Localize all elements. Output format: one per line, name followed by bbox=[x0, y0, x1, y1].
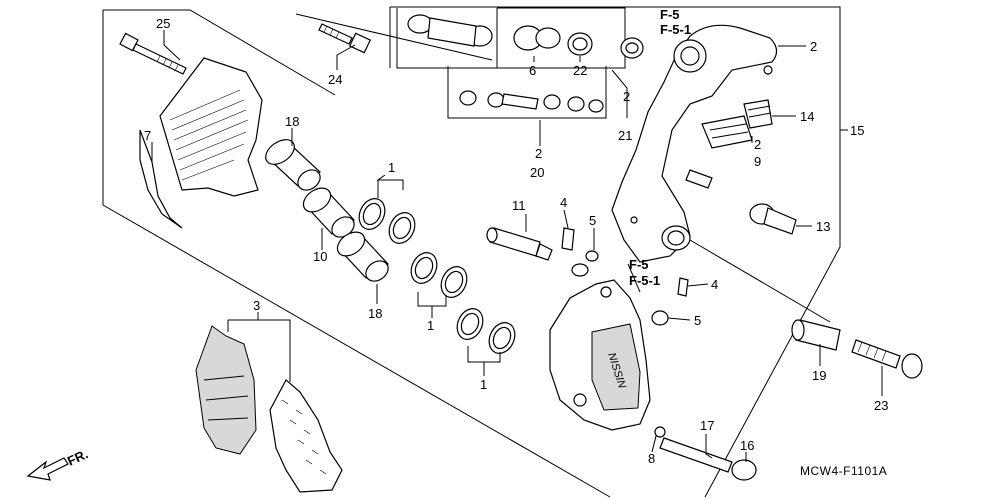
piston-10 bbox=[302, 187, 355, 238]
pin-kit-box bbox=[447, 66, 607, 119]
part-label-14: 14 bbox=[800, 109, 814, 124]
part-label-9: 9 bbox=[754, 154, 761, 169]
diagram-code: MCW4-F1101A bbox=[800, 464, 887, 478]
part-label-24: 24 bbox=[328, 72, 342, 87]
part-label-2-bracket: 2 bbox=[810, 39, 817, 54]
brake-pad-rear bbox=[269, 379, 343, 493]
caliper-bracket bbox=[611, 24, 778, 263]
pad-retainer-clip bbox=[701, 115, 753, 149]
part-label-7: 7 bbox=[144, 128, 151, 143]
part-label-2-box: 2 bbox=[623, 89, 630, 104]
slide-pin-13 bbox=[749, 203, 797, 235]
ref-label-f5-mid: F-5 bbox=[629, 257, 649, 272]
piston-seals bbox=[358, 198, 516, 354]
part-label-2-clip: 2 bbox=[754, 137, 761, 152]
part-label-6: 6 bbox=[529, 63, 536, 78]
ref-label-f51-top: F-5-1 bbox=[660, 22, 691, 37]
bleeder-screw-11 bbox=[486, 227, 553, 261]
part-label-10: 10 bbox=[313, 249, 327, 264]
bolt-23 bbox=[851, 339, 923, 379]
caliper-body-inner: NISSIN bbox=[549, 279, 651, 431]
brake-pad-front bbox=[195, 325, 257, 455]
ref-label-f5-top: F-5 bbox=[660, 7, 680, 22]
part-label-1-upper: 1 bbox=[388, 160, 395, 175]
part-label-15: 15 bbox=[850, 123, 864, 138]
bleed-valves bbox=[561, 227, 689, 326]
front-arrow-label: FR. bbox=[65, 446, 90, 468]
part-label-8: 8 bbox=[648, 451, 655, 466]
caliper-body-outer bbox=[159, 57, 263, 197]
bolt-25 bbox=[119, 32, 187, 75]
part-label-4-upper: 4 bbox=[560, 195, 567, 210]
piston-18-lower bbox=[336, 231, 389, 282]
part-label-5-upper: 5 bbox=[589, 213, 596, 228]
part-label-23: 23 bbox=[874, 398, 888, 413]
part-label-18-upper: 18 bbox=[285, 114, 299, 129]
piston-18-upper bbox=[265, 139, 321, 191]
part-label-25: 25 bbox=[156, 16, 170, 31]
part-label-5-lower: 5 bbox=[694, 313, 701, 328]
part-labels: 25 24 7 18 1 10 18 1 1 3 6 22 2 21 2 20 … bbox=[144, 7, 888, 478]
part-label-20: 20 bbox=[530, 165, 544, 180]
boot-seal-box bbox=[396, 7, 644, 69]
part-label-22: 22 bbox=[573, 63, 587, 78]
part-label-2-kit: 2 bbox=[535, 146, 542, 161]
bolt-24 bbox=[295, 13, 493, 61]
part-label-13: 13 bbox=[816, 219, 830, 234]
part-label-21: 21 bbox=[618, 128, 632, 143]
rubber-boot-14 bbox=[743, 99, 773, 129]
part-label-19: 19 bbox=[812, 368, 826, 383]
slide-pin-17 bbox=[654, 426, 757, 481]
part-label-4-lower: 4 bbox=[711, 277, 718, 292]
part-label-1-middle: 1 bbox=[427, 318, 434, 333]
leader-lines bbox=[151, 30, 883, 462]
part-label-17: 17 bbox=[700, 418, 714, 433]
part-label-18-lower: 18 bbox=[368, 306, 382, 321]
assembly-frame bbox=[102, 6, 841, 498]
part-label-3: 3 bbox=[253, 298, 260, 313]
part-label-1-lower: 1 bbox=[480, 377, 487, 392]
part-label-11: 11 bbox=[512, 198, 526, 213]
part-label-16: 16 bbox=[740, 438, 754, 453]
front-direction-arrow: FR. bbox=[26, 446, 90, 481]
pad-spring-plate bbox=[139, 129, 183, 229]
ref-label-f51-mid: F-5-1 bbox=[629, 273, 660, 288]
sleeve-19 bbox=[791, 319, 841, 351]
